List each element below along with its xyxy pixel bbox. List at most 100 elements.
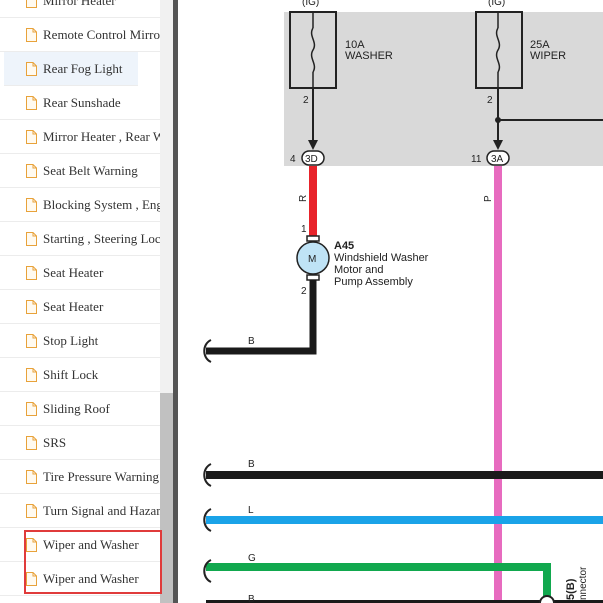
document-icon (26, 435, 37, 450)
fuse2-pin: 2 (487, 95, 493, 106)
document-icon (26, 163, 37, 178)
document-icon (26, 129, 37, 144)
sidebar-item-label: Shift Lock (43, 366, 99, 382)
connector-3a-label: 3A (491, 154, 504, 165)
sidebar-item[interactable]: Wiper and Washer (0, 562, 160, 596)
fuse2-arrow (493, 140, 503, 150)
document-icon (26, 61, 37, 76)
sidebar-item[interactable]: Rear Fog Light (4, 52, 138, 86)
document-icon (26, 333, 37, 348)
document-icon (26, 367, 37, 382)
sidebar-item[interactable]: Remote Control Mirror (0, 18, 160, 52)
motor-line1: Windshield Washer (334, 252, 429, 264)
document-icon (26, 27, 37, 42)
sidebar-item-label: Seat Heater (43, 264, 104, 280)
document-icon (26, 0, 37, 8)
fuse2-conn-pin: 11 (471, 154, 482, 165)
sidebar-item[interactable]: Stop Light (0, 324, 160, 358)
sidebar-item[interactable]: Wiper and Washer (0, 528, 160, 562)
wire-g-label: G (248, 553, 256, 564)
wire-b3-label: B (248, 594, 255, 603)
fuse2-element (495, 27, 501, 73)
document-icon (26, 95, 37, 110)
sidebar-item-label: Tire Pressure Warning System (43, 468, 160, 484)
sidebar-item-label: Rear Sunshade (43, 94, 121, 110)
sidebar-item-label: Turn Signal and Hazard Warning Light (43, 502, 160, 518)
fuse1-conn-pin: 4 (290, 154, 296, 165)
motor-line2: Motor and (334, 264, 384, 276)
document-icon (26, 503, 37, 518)
sidebar-item-label: Remote Control Mirror (43, 26, 160, 42)
sidebar-item-label: Mirror Heater (43, 0, 116, 8)
document-icon (26, 231, 37, 246)
highlight-box (24, 530, 162, 594)
wire-b2-label: B (248, 459, 255, 470)
wire-b1 (206, 280, 317, 355)
wire-l (206, 516, 603, 524)
sidebar-item-label: SRS (43, 434, 67, 450)
sidebar-item[interactable]: Shift Lock (0, 358, 160, 392)
sidebar-item-label: Seat Heater (43, 298, 104, 314)
motor-pin-top: 1 (301, 224, 307, 235)
fuse2-name: WIPER (530, 50, 566, 62)
document-icon (26, 571, 37, 586)
document-icon (26, 265, 37, 280)
fuse1-arrow (308, 140, 318, 150)
fuse1-pin: 2 (303, 95, 309, 106)
sidebar-item[interactable]: SRS (0, 426, 160, 460)
sidebar-item[interactable]: Tire Pressure Warning System (0, 460, 160, 494)
wire-g (206, 563, 551, 603)
motor-symbol (296, 241, 330, 275)
motor-pin-bottom: 2 (301, 286, 307, 297)
sidebar-item-label: Stop Light (43, 332, 99, 348)
sidebar-item-label: Rear Fog Light (43, 60, 123, 76)
sidebar-item-label: Blocking System , Engine Immobiliser (43, 196, 160, 212)
fuse2-source: (IG) (488, 0, 505, 8)
sidebar-item-label: Wiper and Washer (43, 570, 139, 586)
sidebar-item[interactable]: Mirror Heater , Rear Window Defogger (0, 120, 160, 154)
sidebar-scrollbar-thumb[interactable] (160, 393, 173, 603)
fuse1-name: WASHER (345, 50, 393, 62)
fuse1-element (310, 27, 316, 73)
sidebar-item[interactable]: Sliding Roof (0, 392, 160, 426)
motor-id: A45 (334, 240, 354, 252)
wire-p (494, 166, 502, 603)
wire-r (309, 166, 317, 236)
wiring-diagram-svg: (IG) 10A WASHER 2 4 3D (IG) 25A WIPER 2 … (203, 0, 603, 603)
fuse2-junction (495, 117, 501, 123)
document-icon (26, 469, 37, 484)
fuse1-rating: 10A (345, 39, 365, 51)
fuse-panel (284, 12, 603, 166)
sidebar-item-label: Mirror Heater , Rear Window Defogger (43, 128, 160, 144)
wire-p-label: P (483, 195, 494, 202)
wire-b1-label: B (248, 336, 255, 347)
connector-3d-label: 3D (305, 154, 318, 165)
sidebar-item[interactable]: Seat Belt Warning (0, 154, 160, 188)
motor-symbol-label: M (308, 254, 316, 265)
sidebar-item[interactable]: Seat Heater (0, 290, 160, 324)
connector-5b-label: nnector (578, 566, 589, 600)
connector-5b-terminal (539, 595, 555, 603)
document-icon (26, 537, 37, 552)
sidebar-item[interactable]: Starting , Steering Lock (0, 222, 160, 256)
sidebar-item[interactable]: Seat Heater (0, 256, 160, 290)
connector-3a (486, 150, 510, 166)
pane-divider[interactable] (173, 0, 178, 603)
sidebar-item[interactable]: Turn Signal and Hazard Warning Light (0, 494, 160, 528)
connector-3d (301, 150, 325, 166)
wire-b2 (206, 471, 603, 479)
document-icon (26, 401, 37, 416)
fuse1-source: (IG) (302, 0, 319, 8)
document-icon (26, 299, 37, 314)
sidebar-item[interactable]: Mirror Heater (0, 0, 160, 18)
sidebar-item-label: Seat Belt Warning (43, 162, 138, 178)
sidebar-item-label: Wiper and Washer (43, 536, 139, 552)
document-icon (26, 197, 37, 212)
sidebar-item[interactable]: Rear Sunshade (0, 86, 160, 120)
motor-line3: Pump Assembly (334, 276, 413, 288)
sidebar-item-label: Sliding Roof (43, 400, 110, 416)
wire-r-label: R (298, 195, 309, 202)
sidebar-item[interactable]: Blocking System , Engine Immobiliser (0, 188, 160, 222)
wiring-diagram: (IG) 10A WASHER 2 4 3D (IG) 25A WIPER 2 … (178, 0, 603, 603)
